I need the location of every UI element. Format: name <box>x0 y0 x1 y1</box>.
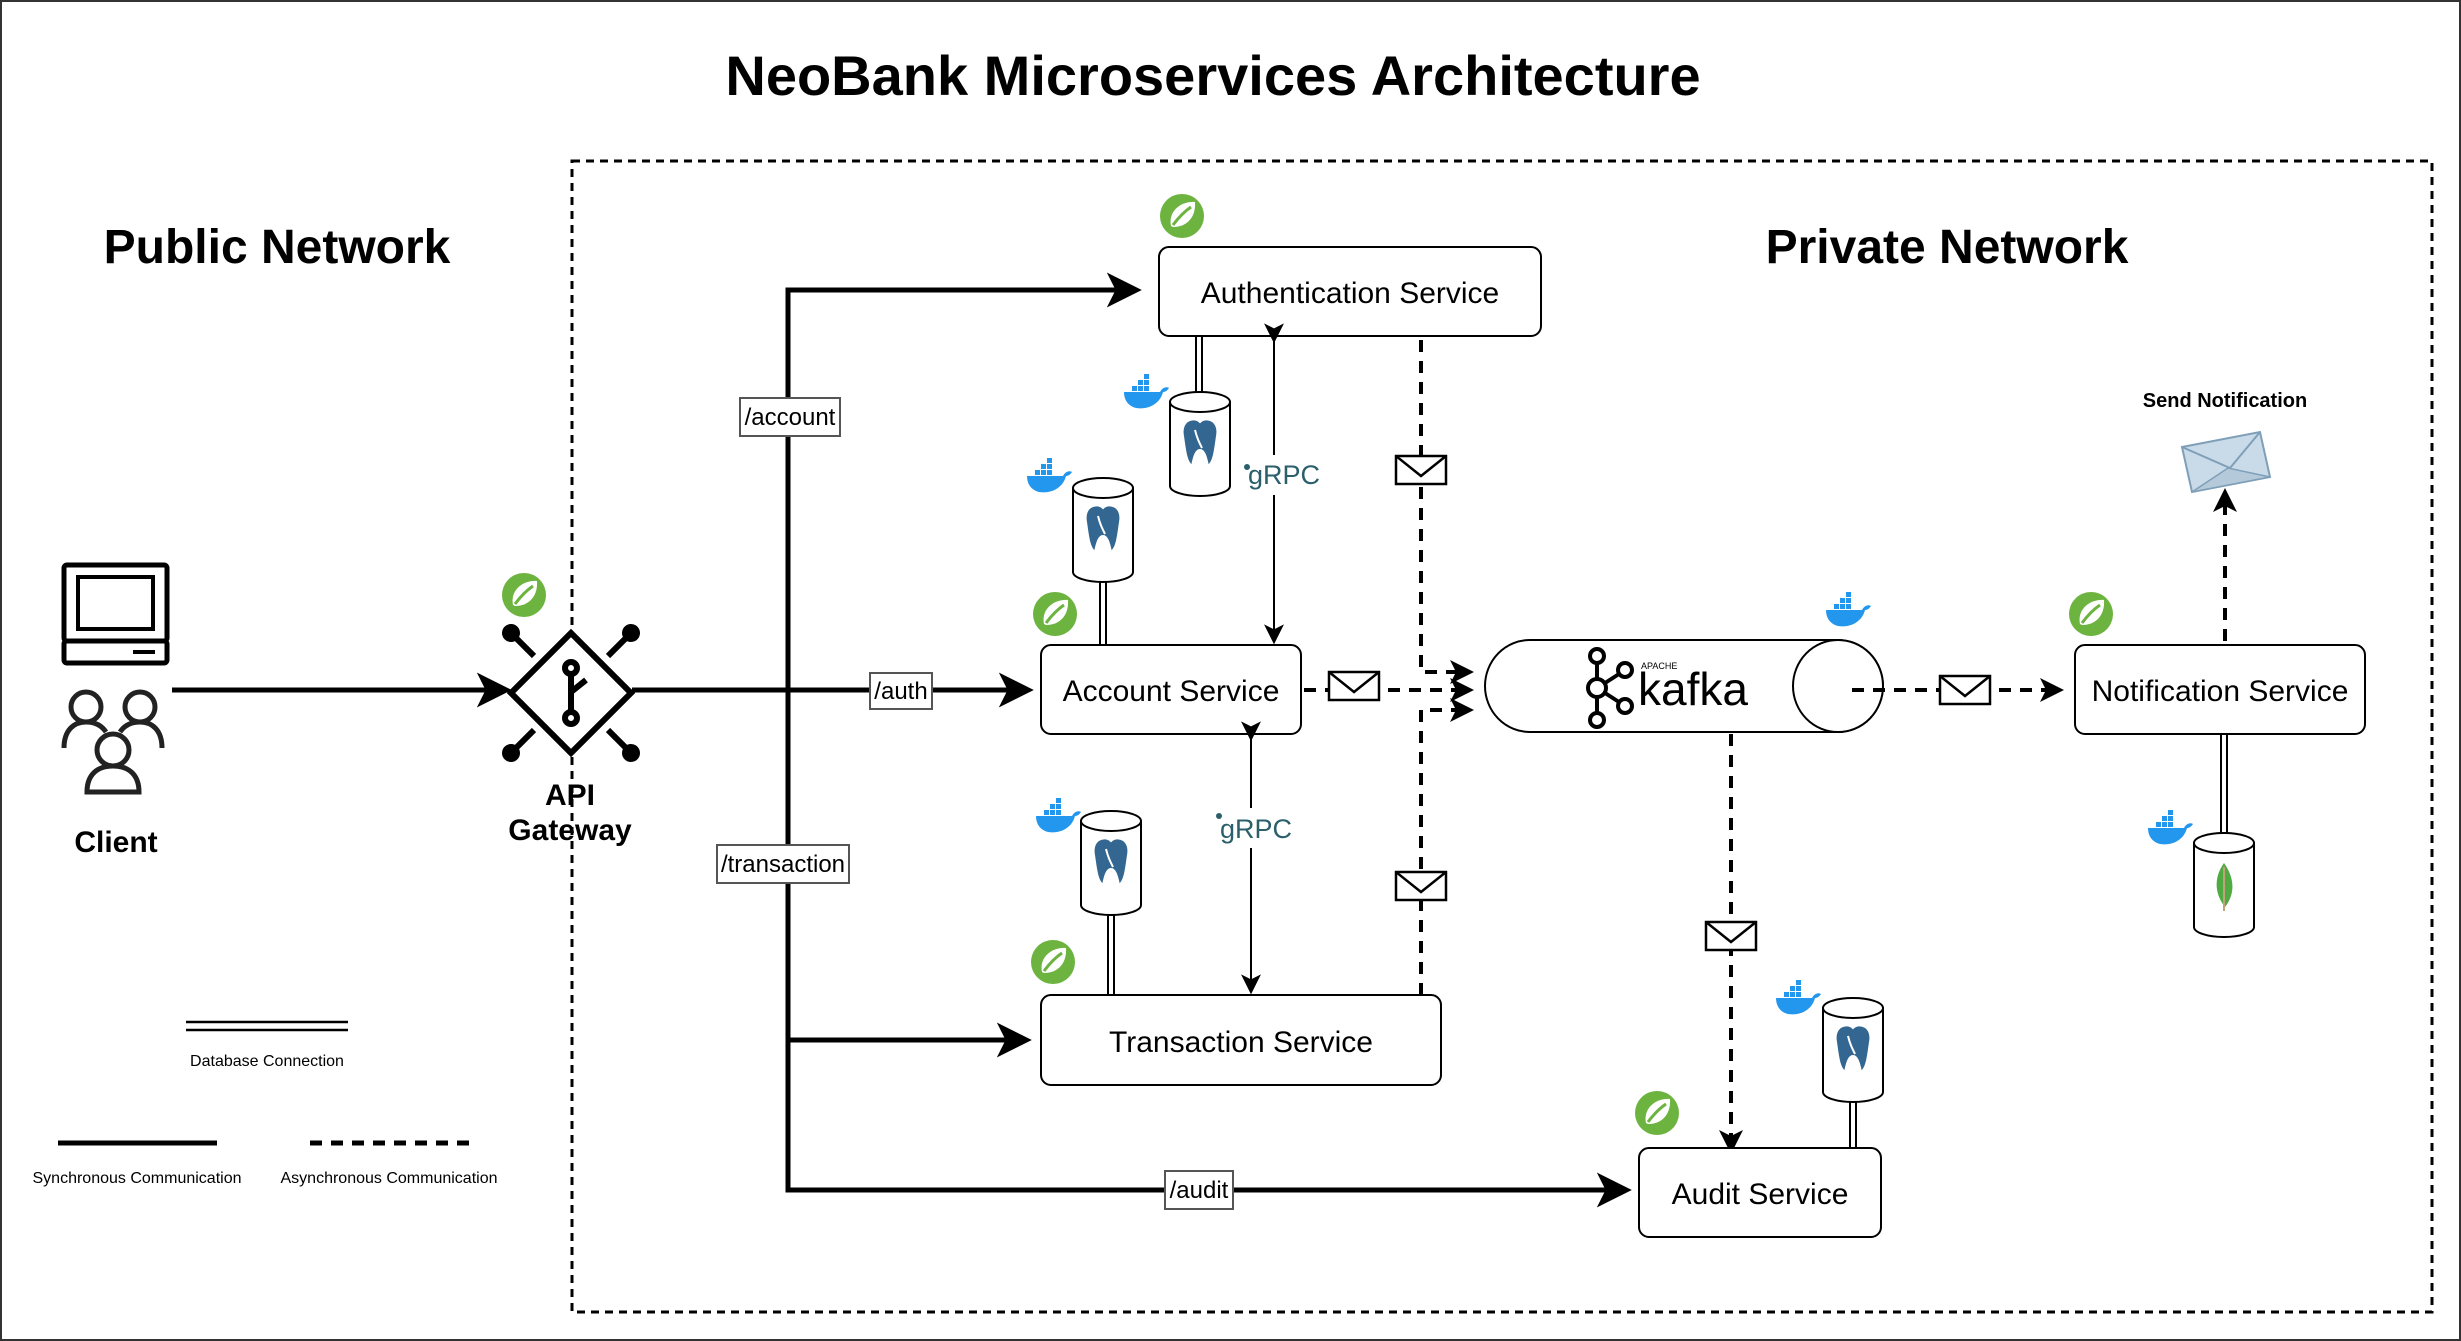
docker-icon <box>2148 810 2193 845</box>
authentication-service-node[interactable]: Authentication Service <box>1158 192 1542 337</box>
mongodb-icon <box>2193 832 2255 938</box>
users-icon <box>61 689 165 795</box>
audit-service-node[interactable]: Audit Service <box>1633 1089 1882 1238</box>
route-label-account[interactable]: /account <box>739 397 841 437</box>
envelope-icon <box>1327 670 1381 702</box>
route-label-auth[interactable]: /auth <box>869 672 933 710</box>
transaction-service-node[interactable]: Transaction Service <box>1029 938 1442 1086</box>
docker-icon <box>1826 592 1871 627</box>
authentication-service-label: Authentication Service <box>1201 277 1500 310</box>
notification-service-node[interactable]: Notification Service <box>2067 590 2366 735</box>
laptop-icon <box>61 562 170 666</box>
grpc-label-top-text: gRPC <box>1248 460 1320 490</box>
gateway-icon <box>502 624 640 762</box>
envelope-icon <box>1704 920 1758 952</box>
route-label-transaction[interactable]: /transaction <box>716 844 850 884</box>
spring-icon <box>1029 938 1077 986</box>
legend-async: Asynchronous Communication <box>281 1170 498 1187</box>
envelope-icon <box>1938 674 1992 706</box>
docker-icon <box>1776 980 1821 1015</box>
route-label-audit[interactable]: /audit <box>1164 1170 1234 1210</box>
route-label-auth-text: /auth <box>874 678 927 705</box>
kafka-node[interactable]: APACHE kafka <box>1484 592 1884 733</box>
postgres-icon <box>1822 997 1884 1103</box>
send-notification-label: Send Notification <box>2143 390 2307 412</box>
envelope-icon <box>1394 454 1448 486</box>
public-network-label: Public Network <box>104 221 451 274</box>
gateway-label-line1: API <box>545 779 595 812</box>
envelope-icon <box>1394 870 1448 902</box>
private-network-label: Private Network <box>1766 221 2129 274</box>
grpc-label-top: gRPC <box>1244 460 1320 490</box>
postgres-icon <box>1080 810 1142 916</box>
account-service-label: Account Service <box>1063 675 1280 708</box>
gateway-label-line2: Gateway <box>508 814 632 847</box>
diagram-title: NeoBank Microservices Architecture <box>725 44 1700 107</box>
docker-icon <box>1124 374 1169 409</box>
kafka-label: kafka <box>1638 663 1748 715</box>
postgres-icon <box>1072 477 1134 583</box>
grpc-label-bottom-text: gRPC <box>1220 814 1292 844</box>
docker-icon <box>1027 458 1072 493</box>
legend-sync: Synchronous Communication <box>33 1170 242 1187</box>
account-service-node[interactable]: Account Service <box>1031 590 1302 735</box>
spring-icon <box>1158 192 1206 240</box>
postgres-icon <box>1169 391 1231 497</box>
docker-icon <box>1036 798 1081 833</box>
route-label-audit-text: /audit <box>1170 1177 1229 1204</box>
spring-icon <box>1633 1089 1681 1137</box>
route-label-account-text: /account <box>745 404 836 431</box>
kafka-apache-text: APACHE <box>1641 661 1677 671</box>
spring-icon <box>500 571 548 619</box>
client-label: Client <box>74 826 157 859</box>
spring-icon <box>2067 590 2115 638</box>
client-node[interactable]: Client <box>61 562 170 859</box>
mail-icon <box>2180 430 2272 494</box>
legend-database: Database Connection <box>190 1053 344 1070</box>
audit-service-label: Audit Service <box>1672 1178 1849 1211</box>
grpc-label-bottom: gRPC <box>1216 813 1292 844</box>
legend: Database Connection Synchronous Communic… <box>33 1020 498 1187</box>
route-label-transaction-text: /transaction <box>721 851 845 878</box>
send-notification-node[interactable]: Send Notification <box>2143 390 2307 494</box>
kafka-icon <box>1586 647 1634 729</box>
transaction-service-label: Transaction Service <box>1109 1026 1373 1059</box>
api-gateway-node[interactable]: API Gateway <box>500 571 640 847</box>
spring-icon <box>1031 590 1079 638</box>
notification-service-label: Notification Service <box>2092 675 2349 708</box>
